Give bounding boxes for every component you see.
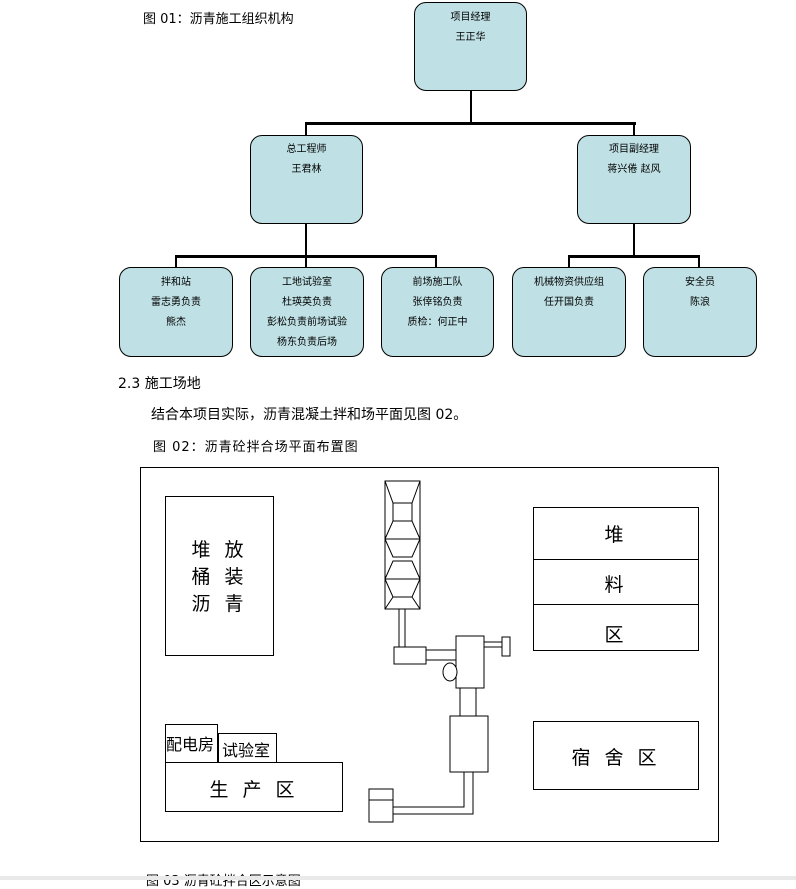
fig1-caption: 图 01：沥青施工组织机构	[143, 12, 294, 27]
org-box-safety: 安全员 陈浪	[643, 267, 757, 357]
org-box-project-manager: 项目经理 王正华	[414, 2, 527, 91]
org-box-line: 张倖铭负责	[412, 297, 463, 308]
org-box-line: 杨东负责后场	[277, 337, 337, 348]
connector	[568, 255, 700, 258]
dormitory-label: 宿 舍 区	[571, 747, 661, 769]
connector	[698, 255, 700, 268]
dormitory-area: 宿 舍 区	[533, 721, 699, 790]
connector	[633, 223, 635, 256]
conveyor	[398, 608, 406, 650]
mixing-plant-drawing	[368, 480, 511, 823]
page-bottom-edge	[0, 876, 796, 880]
connector	[305, 255, 307, 268]
org-box-title: 前场施工队	[412, 277, 463, 288]
connector	[305, 122, 636, 125]
org-box-deputy-manager: 项目副经理 蒋兴倦 赵风	[577, 135, 691, 224]
org-box-chief-engineer: 总工程师 王君林	[250, 135, 363, 224]
drum-connector	[425, 649, 457, 661]
org-box-line: 任开国负责	[544, 297, 594, 308]
org-box-name: 王正华	[455, 32, 486, 43]
tower-arm-end	[501, 636, 511, 657]
power-room-label: 配电房	[166, 735, 215, 754]
org-box-supply-group: 机械物资供应组 任开国负责	[512, 267, 626, 357]
barrel-asphalt-storage: 堆 放 桶 装 沥 青	[165, 496, 274, 656]
fig2-caption: 图 02：沥青砼拌合场平面布置图	[153, 440, 359, 455]
mixing-tower	[455, 635, 485, 689]
org-box-line: 杜瑛英负责	[282, 297, 332, 308]
stockpile-label: 区	[604, 624, 628, 646]
org-box-name: 蒋兴倦 赵风	[607, 164, 661, 175]
org-box-title: 安全员	[685, 277, 715, 288]
connector	[470, 91, 472, 123]
org-box-title: 机械物资供应组	[534, 277, 604, 288]
org-box-line: 陈浪	[690, 297, 710, 308]
storage-label-line: 沥 青	[191, 593, 248, 615]
org-box-mixing-station: 拌和站 雷志勇负责 熊杰	[119, 267, 233, 357]
stockpile-divider	[534, 559, 698, 560]
org-box-title: 拌和站	[161, 277, 191, 288]
stockpile-divider	[534, 604, 698, 605]
production-label: 生 产 区	[209, 779, 299, 801]
lab-room: 试验室	[218, 733, 277, 763]
lab-room-label: 试验室	[222, 741, 271, 760]
cold-bin-hoppers	[384, 480, 421, 610]
stockpile-area: 堆 料 区	[533, 507, 699, 651]
org-box-title: 项目副经理	[609, 144, 659, 155]
org-box-title: 项目经理	[450, 12, 491, 23]
org-box-line: 雷志勇负责	[151, 297, 201, 308]
body-paragraph: 结合本项目实际，沥青混凝土拌和场平面见图 02。	[151, 407, 468, 423]
org-box-line: 质检：何正中	[407, 317, 468, 328]
connector	[175, 255, 177, 268]
connector	[305, 122, 307, 136]
stockpile-label: 堆	[604, 524, 628, 546]
org-box-line: 彭松负责前场试验	[267, 317, 347, 328]
dust-collector	[442, 662, 458, 682]
section-heading: 2.3 施工场地	[118, 376, 201, 392]
stockpile-label: 料	[604, 574, 628, 596]
connector	[568, 255, 570, 268]
tower-arm	[483, 641, 503, 648]
finished-silo	[449, 715, 489, 773]
org-box-title: 总工程师	[286, 144, 327, 155]
storage-label-line: 桶 装	[191, 566, 248, 588]
hot-elevator	[459, 687, 477, 717]
production-area: 生 产 区	[165, 762, 343, 812]
storage-label-line: 堆 放	[191, 539, 248, 561]
site-plan: 堆 放 桶 装 沥 青 堆 料 区 宿 舍 区 生 产 区 配电房 试验室	[140, 467, 719, 842]
org-box-title: 工地试验室	[282, 277, 332, 288]
dryer-drum	[393, 646, 427, 665]
power-room: 配电房	[165, 724, 218, 763]
org-box-name: 王君林	[291, 164, 322, 175]
org-box-line: 熊杰	[166, 317, 186, 328]
org-box-front-team: 前场施工队 张倖铭负责 质检：何正中	[381, 267, 494, 357]
storage-label: 堆 放 桶 装 沥 青	[166, 537, 273, 618]
cold-bin-tower	[384, 480, 421, 610]
org-box-site-lab: 工地试验室 杜瑛英负责 彭松负责前场试验 杨东负责后场	[250, 267, 364, 357]
connector	[305, 223, 307, 256]
truck-bay	[368, 788, 394, 823]
connector	[633, 122, 635, 136]
connector	[435, 255, 437, 268]
